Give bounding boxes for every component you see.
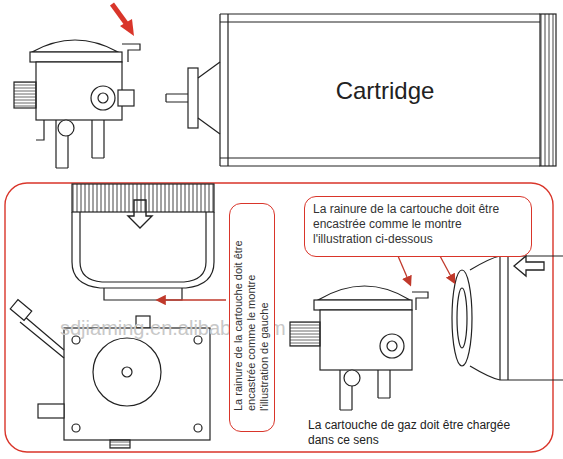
leader-line xyxy=(158,299,226,300)
callout-box: La rainure de la cartouche doit être enc… xyxy=(229,203,275,432)
node-text: Cartridge xyxy=(232,76,538,105)
pointer-arrow xyxy=(112,4,128,26)
regulator-right xyxy=(290,286,428,410)
cartridge-body xyxy=(166,14,556,166)
cartridge-label: Cartridge xyxy=(232,30,538,154)
note-text: La cartouche de gaz doit être chargée da… xyxy=(308,418,528,448)
down-arrow xyxy=(128,200,152,228)
regulator-top xyxy=(14,40,140,168)
cartridge-vertical xyxy=(72,184,214,300)
leader-line xyxy=(440,256,454,282)
left-arrow xyxy=(514,256,544,276)
cartridge-horizontal xyxy=(452,256,563,380)
pointer-head xyxy=(120,19,134,36)
callout-box: La rainure de la cartouche doit être enc… xyxy=(304,196,532,257)
regulator-left xyxy=(10,300,210,448)
node-text: La rainure de la cartouche doit être enc… xyxy=(232,222,271,411)
panel-frame xyxy=(5,183,553,452)
leader-line xyxy=(398,256,410,284)
node-text: La rainure de la cartouche doit être enc… xyxy=(305,197,531,252)
